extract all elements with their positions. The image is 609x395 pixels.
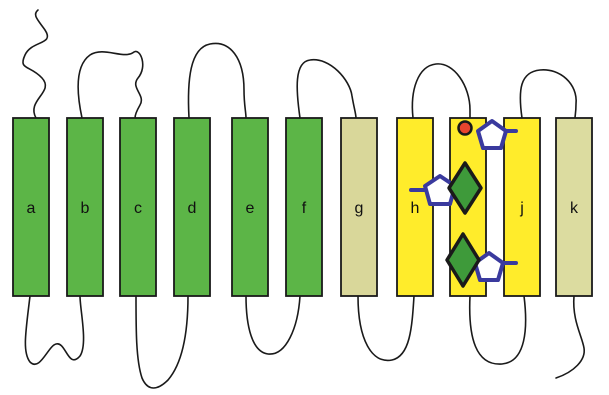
helix-b-label: b (81, 200, 90, 217)
helix-d: d (174, 118, 210, 296)
helix-k-label: k (570, 200, 579, 217)
loop-e-f-bottom (246, 296, 300, 354)
helix-g: g (341, 118, 377, 296)
loop-d-e-top (188, 43, 246, 118)
loop-f-g-top (297, 60, 356, 118)
helix-h: h (397, 118, 433, 296)
loop-b-c-top (78, 51, 143, 118)
c-terminus-loop (556, 296, 584, 378)
loop-g-h-bottom (358, 296, 414, 360)
helix-a-label: a (27, 200, 36, 217)
helix-e: e (232, 118, 268, 296)
helix-d-label: d (188, 200, 197, 217)
helix-j: j (504, 118, 540, 296)
helix-f-label: f (302, 200, 307, 217)
loop-h-i-top (412, 64, 470, 118)
helix-g-label: g (355, 200, 364, 217)
helix-f: f (286, 118, 322, 296)
n-terminus-loop (23, 10, 48, 118)
helix-c: c (120, 118, 156, 296)
helix-e-label: e (246, 200, 255, 217)
helix-j-label: j (519, 200, 524, 217)
helix-k: k (556, 118, 592, 296)
loop-c-d-bottom (136, 296, 188, 388)
red-dot-icon (459, 122, 472, 135)
helix-b: b (67, 118, 103, 296)
helix-a: a (13, 118, 49, 296)
helix-c-label: c (134, 200, 142, 217)
loop-a-b-bottom (25, 296, 83, 364)
loop-j-k-top (520, 70, 576, 118)
loop-i-j-bottom (470, 296, 526, 364)
helix-h-label: h (411, 200, 420, 217)
